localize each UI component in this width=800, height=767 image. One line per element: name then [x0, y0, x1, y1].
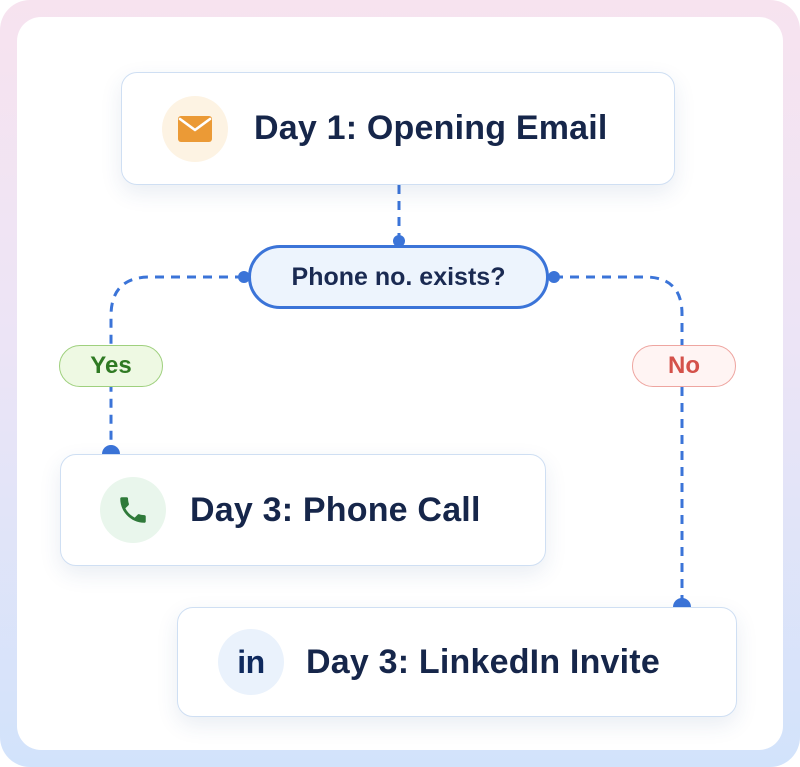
branch-no-badge: No: [632, 345, 736, 387]
linkedin-icon: in: [237, 643, 265, 680]
envelope-icon: [178, 115, 212, 142]
branch-yes-label: Yes: [90, 352, 132, 379]
node-linkedin-label: Day 3: LinkedIn Invite: [306, 642, 660, 681]
connector-dot-decision-left: [238, 271, 250, 283]
phone-icon: [120, 497, 146, 523]
linkedin-icon-badge: in: [218, 629, 284, 695]
branch-yes-badge: Yes: [59, 345, 163, 387]
node-opening-email[interactable]: Day 1: Opening Email: [121, 72, 675, 185]
decision-phone-exists[interactable]: Phone no. exists?: [248, 245, 549, 309]
node-phone-call[interactable]: Day 3: Phone Call: [60, 454, 546, 566]
email-icon-badge: [162, 95, 228, 162]
node-phone-call-label: Day 3: Phone Call: [190, 490, 481, 529]
connector-no-branch: [554, 275, 684, 600]
connector-dot-decision-top: [393, 235, 405, 247]
decision-label: Phone no. exists?: [291, 262, 506, 291]
node-email-label: Day 1: Opening Email: [254, 109, 608, 147]
connector-dot-decision-right: [548, 271, 560, 283]
connector-dot-phone-call: [102, 445, 120, 454]
phone-icon-badge: [100, 477, 166, 543]
node-linkedin-invite[interactable]: in Day 3: LinkedIn Invite: [177, 607, 737, 717]
connector-dot-linkedin: [673, 598, 691, 607]
branch-no-label: No: [668, 352, 700, 379]
